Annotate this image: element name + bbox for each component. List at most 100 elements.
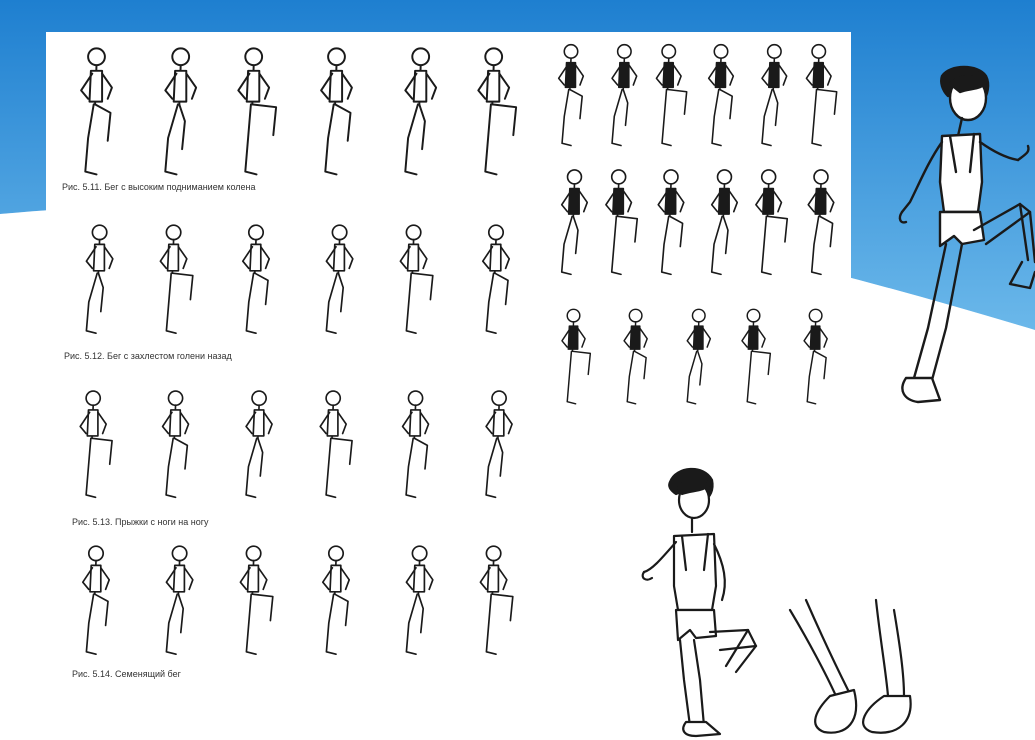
detail-leg-right-2 <box>894 610 904 696</box>
runner-frame <box>469 539 523 659</box>
neck <box>958 118 962 136</box>
runner-frame <box>385 40 448 180</box>
runner-strip-1 <box>546 32 851 157</box>
runner-strip-3 <box>546 297 851 417</box>
figure-row <box>546 303 846 408</box>
runner-figure <box>696 163 746 279</box>
runner-figure <box>546 38 596 150</box>
runner-frame <box>646 38 696 150</box>
runner-frame <box>696 163 746 279</box>
runner-figure <box>149 384 202 502</box>
support-shoe <box>902 378 940 402</box>
runner-figure <box>225 40 288 180</box>
large-runner-small-step <box>640 460 930 738</box>
runner-frame <box>69 539 123 659</box>
support-leg <box>914 244 962 380</box>
large-runner-high-knee <box>870 62 1035 412</box>
front-hand <box>643 572 652 580</box>
detail-shoe-left <box>815 690 856 733</box>
back-hand <box>900 212 906 222</box>
front-hand <box>1018 146 1029 160</box>
runner-figure <box>385 40 448 180</box>
runner-frame <box>732 303 779 408</box>
strip-caption: Рис. 5.11. Бег с высоким подниманием кол… <box>62 182 255 192</box>
runner-figure <box>646 38 696 150</box>
runner-figure <box>65 40 128 180</box>
runner-frame <box>696 38 746 150</box>
detail-leg-right <box>876 600 888 696</box>
runner-figure <box>305 40 368 180</box>
runner-frame <box>149 218 203 338</box>
runner-frame <box>612 303 659 408</box>
exercise-strip-1: Рис. 5.11. Бег с высоким подниманием кол… <box>46 32 546 212</box>
runner-figure <box>732 303 779 408</box>
runner-frame <box>796 163 846 279</box>
bent-leg <box>710 630 756 650</box>
torso <box>674 534 716 610</box>
runner-figure <box>596 163 646 279</box>
runner-frame <box>746 38 796 150</box>
runner-frame <box>596 163 646 279</box>
runner-frame <box>229 384 282 502</box>
shorts <box>676 610 716 640</box>
runner-figure <box>229 539 283 659</box>
runner-figure <box>552 303 599 408</box>
runner-frame <box>469 384 522 502</box>
runner-frame <box>65 40 128 180</box>
runner-frame <box>792 303 839 408</box>
runner-figure <box>646 163 696 279</box>
runner-figure <box>469 384 522 502</box>
runner-frame <box>546 163 596 279</box>
runner-figure <box>149 539 203 659</box>
runner-frame <box>225 40 288 180</box>
left-exercise-panel: Рис. 5.11. Бег с высоким подниманием кол… <box>46 32 546 732</box>
front-arm <box>980 142 1018 160</box>
runner-frame <box>796 38 846 150</box>
runner-frame <box>69 218 123 338</box>
runner-frame <box>672 303 719 408</box>
runner-frame <box>552 303 599 408</box>
runner-figure <box>546 163 596 279</box>
runner-figure <box>389 539 443 659</box>
runner-figure <box>69 539 123 659</box>
figure-row <box>546 38 846 150</box>
runner-figure <box>746 38 796 150</box>
runner-frame <box>149 384 202 502</box>
runner-strip-2 <box>546 157 851 287</box>
runner-figure <box>229 384 282 502</box>
runner-figure <box>309 384 362 502</box>
runner-figure <box>309 539 363 659</box>
runner-figure <box>672 303 719 408</box>
runner-figure <box>69 218 123 338</box>
runner-frame <box>646 163 696 279</box>
runner-figure <box>389 218 443 338</box>
runner-figure <box>149 218 203 338</box>
runner-figure <box>596 38 646 150</box>
strip-caption: Рис. 5.13. Прыжки с ноги на ногу <box>72 517 209 527</box>
runner-figure <box>792 303 839 408</box>
runner-frame <box>309 384 362 502</box>
runner-frame <box>69 384 122 502</box>
raised-foot <box>1010 262 1035 288</box>
runner-figure <box>465 40 528 180</box>
figure-row <box>546 163 846 279</box>
runner-figure <box>469 218 523 338</box>
runner-figure <box>389 384 442 502</box>
runner-figure <box>612 303 659 408</box>
torso <box>940 134 982 212</box>
runner-figure <box>696 38 746 150</box>
runner-figure <box>469 539 523 659</box>
runner-frame <box>305 40 368 180</box>
runner-figure <box>796 163 846 279</box>
runner-figure <box>309 218 363 338</box>
runner-frame <box>389 384 442 502</box>
runner-frame <box>309 539 363 659</box>
runner-frame <box>389 539 443 659</box>
figure-row <box>56 218 536 338</box>
runner-figure <box>746 163 796 279</box>
runner-frame <box>465 40 528 180</box>
exercise-strip-4: Рис. 5.14. Семенящий бег <box>46 537 546 717</box>
runner-frame <box>145 40 208 180</box>
runner-figure <box>145 40 208 180</box>
detail-shoe-right <box>863 696 911 733</box>
